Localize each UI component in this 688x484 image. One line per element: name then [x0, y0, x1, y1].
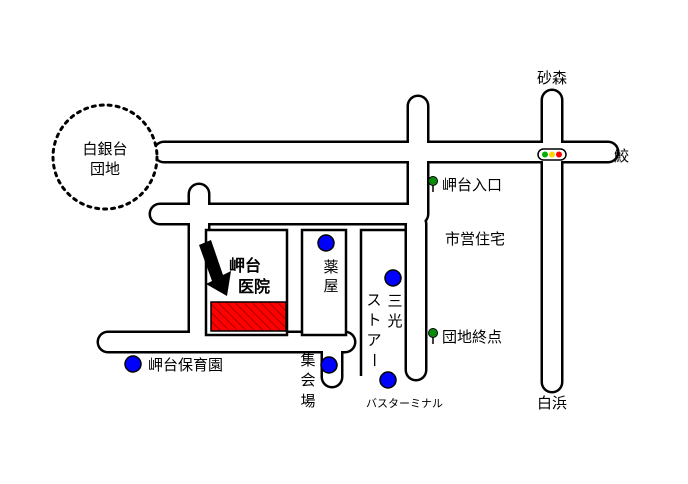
hall-marker-icon	[320, 356, 338, 374]
area-name-line1: 白銀台	[82, 140, 127, 158]
area-name-line2: 団地	[90, 160, 120, 178]
housing-label: 市営住宅	[445, 230, 505, 248]
pharmacy-marker-icon	[317, 234, 335, 252]
store-label-col2-char3: ア	[366, 331, 381, 349]
store-label-col2-char1: ス	[366, 291, 381, 309]
hospital-marker	[210, 301, 287, 332]
roads	[96, 88, 620, 394]
bus-stop-icon	[428, 176, 438, 192]
direction-north-label: 砂森	[537, 69, 567, 87]
store-label-col2-char2: ト	[366, 311, 381, 329]
nursery-marker-icon	[124, 355, 142, 373]
bus-stop-2-label: 団地終点	[442, 328, 502, 346]
direction-south-label: 白浜	[537, 394, 567, 412]
bus-terminal-label: バスターミナル	[366, 397, 443, 410]
nursery-label: 岬台保育園	[148, 356, 223, 374]
bus-terminal-marker-icon	[379, 371, 397, 389]
arrow-icon	[199, 240, 231, 296]
block-store	[359, 228, 407, 376]
hall-label-char-3: 場	[300, 392, 315, 410]
bus-stop-icon	[428, 328, 438, 344]
traffic-light-icon	[537, 148, 567, 161]
hall-label-char-2: 会	[300, 371, 315, 389]
pharmacy-label-char-2: 屋	[323, 277, 338, 295]
housing-estate-circle	[51, 103, 159, 211]
store-marker-icon	[384, 269, 402, 287]
hospital-label-line2: 医院	[238, 277, 270, 296]
store-label-col2-char4: ー	[365, 352, 383, 367]
store-label-col1-char1: 三	[387, 292, 402, 310]
hospital-label-line1: 岬台	[229, 256, 261, 275]
store-label-col1-char2: 光	[387, 312, 402, 330]
hall-label-char-1: 集	[300, 351, 315, 369]
pharmacy-label-char-1: 薬	[323, 258, 338, 276]
direction-east-label: 鮫	[614, 147, 629, 165]
bus-stop-1-label: 岬台入口	[442, 176, 502, 194]
